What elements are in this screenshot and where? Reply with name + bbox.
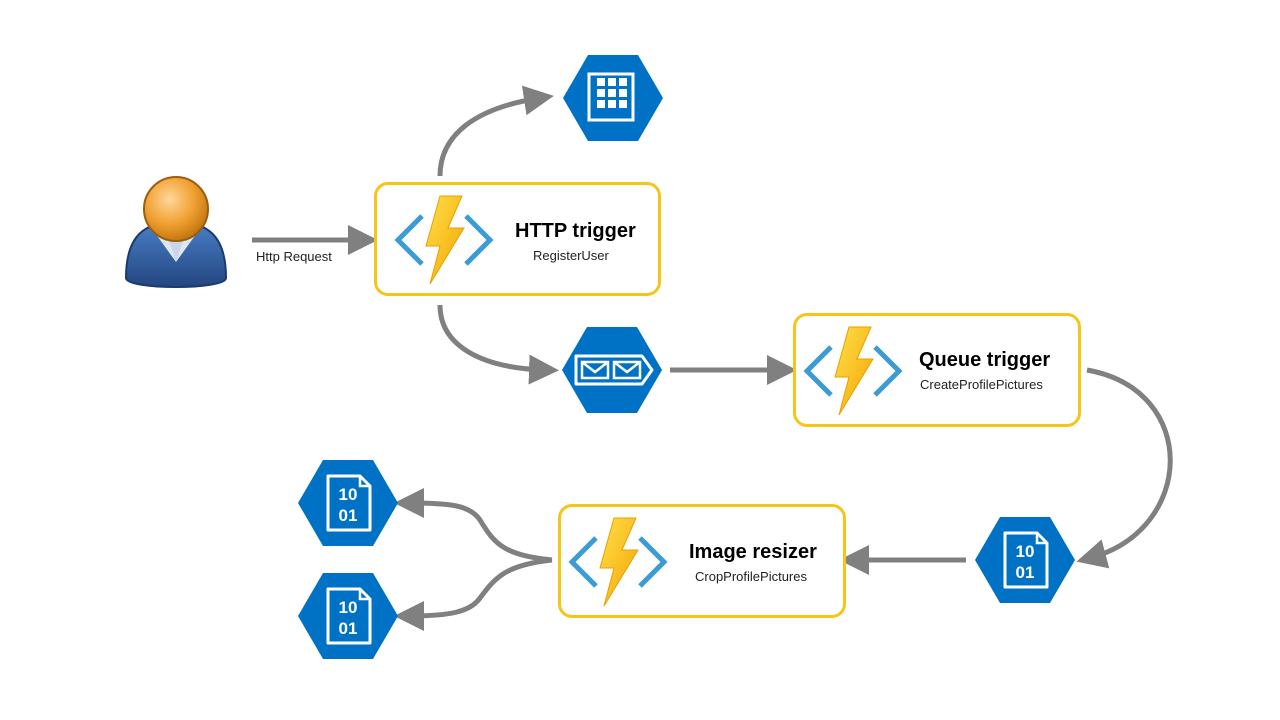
queue-trigger-subtitle: CreateProfilePictures xyxy=(920,377,1043,392)
edge-resizer-to-blob-out-1 xyxy=(394,488,553,563)
blob-output-1-icon: 10 01 xyxy=(296,458,400,548)
azure-function-icon xyxy=(563,512,673,612)
edge-resizer-to-blob-out-2 xyxy=(394,557,553,631)
http-trigger-node[interactable]: HTTP trigger RegisterUser xyxy=(374,182,661,296)
http-trigger-title: HTTP trigger xyxy=(515,220,636,242)
blob-input-text-top: 10 xyxy=(1016,542,1035,561)
edge-queue-trigger-to-blob xyxy=(1076,367,1173,569)
user-avatar-icon xyxy=(124,176,228,288)
table-storage-icon xyxy=(563,55,663,141)
blob-output-2-text-bottom: 01 xyxy=(339,619,358,638)
blob-output-1-text-bottom: 01 xyxy=(339,506,358,525)
image-resizer-title: Image resizer xyxy=(689,541,817,563)
image-resizer-node[interactable]: Image resizer CropProfilePictures xyxy=(558,504,846,618)
azure-function-icon xyxy=(798,321,908,421)
connectors xyxy=(252,85,1173,631)
image-resizer-subtitle: CropProfilePictures xyxy=(695,569,807,584)
edge-http-to-table xyxy=(437,85,554,177)
blob-output-2-icon: 10 01 xyxy=(296,571,400,661)
blob-output-1-text-top: 10 xyxy=(339,485,358,504)
queue-trigger-title: Queue trigger xyxy=(919,349,1051,371)
blob-input-text-bottom: 01 xyxy=(1016,563,1035,582)
azure-function-icon xyxy=(389,190,499,290)
queue-trigger-node[interactable]: Queue trigger CreateProfilePictures xyxy=(793,313,1081,427)
blob-output-2-text-top: 10 xyxy=(339,598,358,617)
queue-storage-icon xyxy=(562,327,662,413)
http-request-label: Http Request xyxy=(256,249,332,264)
edge-http-to-queue xyxy=(437,304,559,385)
blob-input-icon: 10 01 xyxy=(973,515,1077,605)
http-trigger-subtitle: RegisterUser xyxy=(533,248,609,263)
